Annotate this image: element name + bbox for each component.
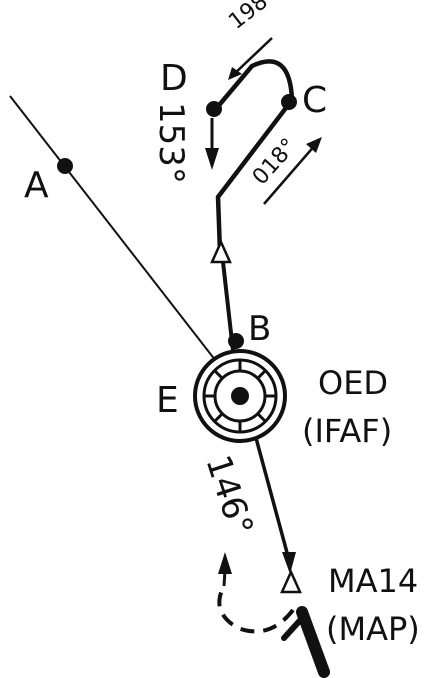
label-course-198: 198° [224, 0, 281, 35]
missed-approach-dashed [217, 585, 295, 634]
oed-facility-icon [193, 349, 287, 443]
runway-icon [281, 606, 330, 678]
label-point-c: C [302, 80, 327, 121]
point-c-dot [281, 94, 297, 110]
label-point-a: A [24, 165, 49, 206]
point-a-dot [57, 158, 73, 174]
final-approach-arrow-head [282, 552, 296, 574]
label-oed-role: (IFAF) [302, 412, 392, 450]
label-course-018: 018° [248, 134, 302, 190]
arrow-153-head [205, 148, 219, 170]
arrow-198-head [228, 67, 242, 80]
label-point-d: D [160, 58, 188, 99]
label-point-e: E [156, 380, 179, 421]
final-approach-course [254, 437, 291, 561]
track-a-e [9, 95, 241, 393]
arrow-198-shaft [231, 37, 273, 77]
label-course-146: 146° [197, 450, 260, 540]
point-b-dot [228, 333, 244, 349]
point-d-dot [206, 101, 222, 117]
label-map-name: MA14 [328, 562, 418, 600]
triangle-fix-upper [210, 238, 232, 264]
arrow-018-shaft [263, 143, 317, 205]
label-course-153: 153° [151, 102, 191, 184]
label-oed-name: OED [318, 364, 388, 402]
missed-approach-arrow-head [218, 552, 232, 574]
label-point-b: B [248, 309, 271, 349]
label-map-role: (MAP) [326, 610, 420, 648]
map-triangle-fix [280, 568, 302, 594]
arrow-018-head [306, 137, 322, 153]
